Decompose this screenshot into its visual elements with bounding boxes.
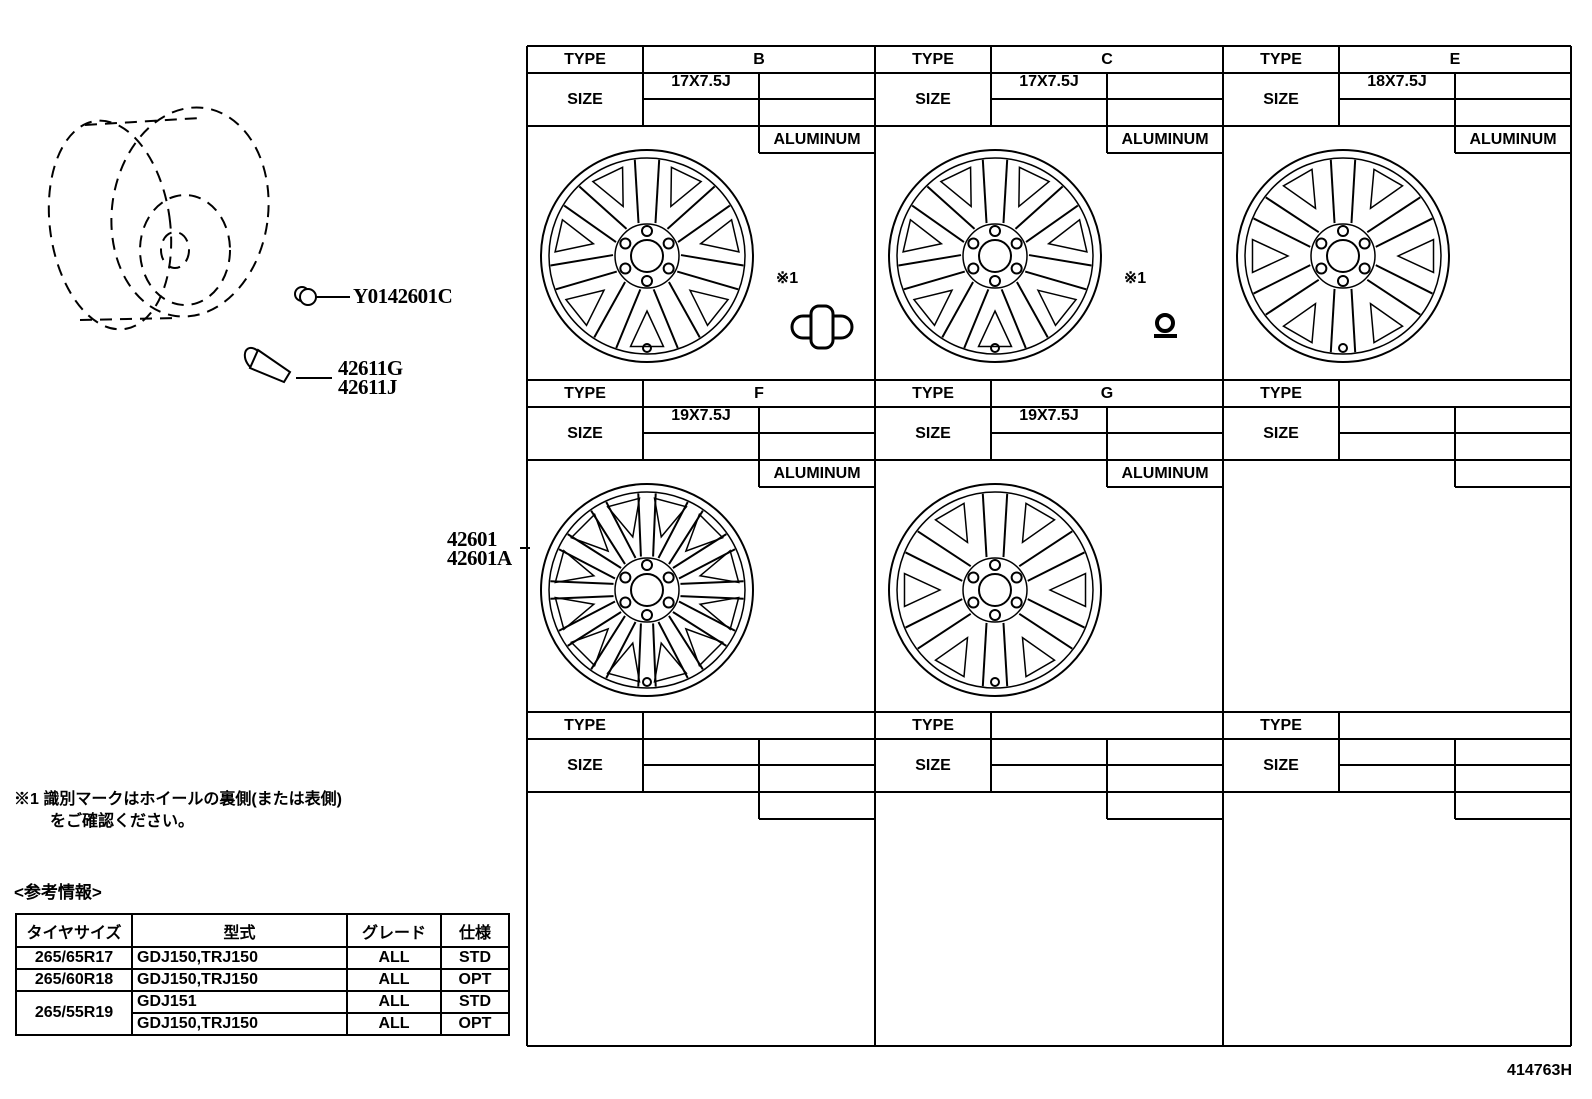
cell-model: GDJ150,TRJ150	[131, 968, 348, 992]
table-row: 265/65R17 GDJ150,TRJ150 ALL STD	[15, 946, 510, 970]
type-value	[1339, 712, 1571, 739]
type-value	[991, 712, 1223, 739]
wheel-drawing-E	[1236, 149, 1450, 363]
cell-model: GDJ150,TRJ150	[131, 1012, 348, 1036]
size-label: SIZE	[1263, 424, 1299, 442]
type-value	[1339, 380, 1571, 407]
type-label: TYPE	[912, 50, 954, 68]
wheel-grid	[526, 45, 1572, 1047]
size-label: SIZE	[915, 90, 951, 108]
type-label: TYPE	[912, 716, 954, 734]
size-value: 17X7.5J	[1019, 73, 1079, 90]
cell-grade: ALL	[346, 1012, 442, 1036]
cell-spec: STD	[440, 990, 510, 1014]
reference-title: <参考情報>	[14, 883, 102, 902]
callout-valve-1: 42611G	[338, 356, 403, 380]
size-value: 19X7.5J	[1019, 407, 1079, 424]
header-tire-size: タイヤサイズ	[15, 913, 133, 948]
callout-valve-2: 42611J	[338, 375, 397, 399]
size-value	[991, 739, 1107, 765]
material-label	[1455, 792, 1571, 819]
tpms-sensor-icon	[294, 286, 350, 306]
cell-model: GDJ150,TRJ150	[131, 946, 348, 970]
type-value: E	[1449, 50, 1461, 68]
material-label: ALUMINUM	[773, 130, 861, 148]
size-label: SIZE	[567, 424, 603, 442]
reference-table: タイヤサイズ 型式 グレード 仕様 265/65R17 GDJ150,TRJ15…	[15, 913, 510, 1036]
size-label: SIZE	[567, 90, 603, 108]
diagram-id: 414763H	[1507, 1062, 1572, 1079]
material-label	[1107, 792, 1223, 819]
table-row: GDJ150,TRJ150 ALL OPT	[16, 1012, 510, 1036]
material-label: ALUMINUM	[1121, 464, 1209, 482]
callout-wheel-2: 42601A	[447, 546, 512, 570]
valve-sensor-icon	[790, 304, 854, 350]
cell-grade: ALL	[346, 946, 442, 970]
type-value	[643, 712, 875, 739]
type-value: C	[1101, 50, 1113, 68]
type-value: B	[753, 50, 765, 68]
size-value	[1339, 739, 1455, 765]
identification-mark-note: ※1	[1123, 270, 1147, 287]
cell-tire: 265/65R17	[15, 946, 133, 970]
size-label: SIZE	[1263, 90, 1299, 108]
size-value	[1339, 407, 1455, 433]
type-label: TYPE	[1260, 716, 1302, 734]
type-label: TYPE	[564, 716, 606, 734]
size-label: SIZE	[915, 424, 951, 442]
cell-spec: OPT	[440, 968, 510, 992]
cell-spec: STD	[440, 946, 510, 970]
material-label: ALUMINUM	[1121, 130, 1209, 148]
wheel-drawing-C	[888, 149, 1102, 363]
header-grade: グレード	[346, 913, 442, 948]
callout-sensor: Y0142601C	[353, 284, 453, 308]
size-label: SIZE	[915, 756, 951, 774]
valve-stem-icon	[243, 346, 332, 384]
wheel-drawing-F	[540, 483, 754, 697]
cell-model: GDJ151	[131, 990, 348, 1014]
tire-illustration	[47, 106, 270, 331]
table-header-row: タイヤサイズ 型式 グレード 仕様	[15, 913, 510, 948]
type-label: TYPE	[1260, 50, 1302, 68]
cell-tire: 265/55R19	[15, 990, 133, 1036]
type-label: TYPE	[1260, 384, 1302, 402]
size-value: 19X7.5J	[671, 407, 731, 424]
size-value	[643, 739, 759, 765]
dome-mark-icon	[1154, 313, 1177, 338]
type-value: F	[754, 384, 764, 402]
callout-wheel-1: 42601	[447, 527, 498, 551]
cell-spec: OPT	[440, 1012, 510, 1036]
material-label	[759, 792, 875, 819]
header-spec: 仕様	[440, 913, 510, 948]
material-label	[1455, 460, 1571, 487]
cell-tire: 265/60R18	[15, 968, 133, 992]
note-line-2: をご確認ください。	[50, 813, 195, 830]
size-value: 18X7.5J	[1367, 73, 1427, 90]
cell-grade: ALL	[346, 968, 442, 992]
identification-mark-note: ※1	[775, 270, 799, 287]
type-value: G	[1100, 384, 1114, 402]
wheel-drawings	[540, 149, 1450, 697]
material-label: ALUMINUM	[773, 464, 861, 482]
size-label: SIZE	[567, 756, 603, 774]
material-label: ALUMINUM	[1469, 130, 1557, 148]
type-label: TYPE	[564, 384, 606, 402]
wheel-drawing-G	[888, 483, 1102, 697]
size-value: 17X7.5J	[671, 73, 731, 90]
table-row: 265/60R18 GDJ150,TRJ150 ALL OPT	[15, 968, 510, 992]
header-model: 型式	[131, 913, 348, 948]
cell-grade: ALL	[346, 990, 442, 1014]
wheel-drawing-B	[540, 149, 754, 363]
type-label: TYPE	[912, 384, 954, 402]
size-label: SIZE	[1263, 756, 1299, 774]
table-row: 265/55R19 GDJ151 ALL STD	[15, 990, 510, 1036]
type-label: TYPE	[564, 50, 606, 68]
note-line-1: ※1 識別マークはホイールの裏側(または表側)	[14, 791, 343, 808]
